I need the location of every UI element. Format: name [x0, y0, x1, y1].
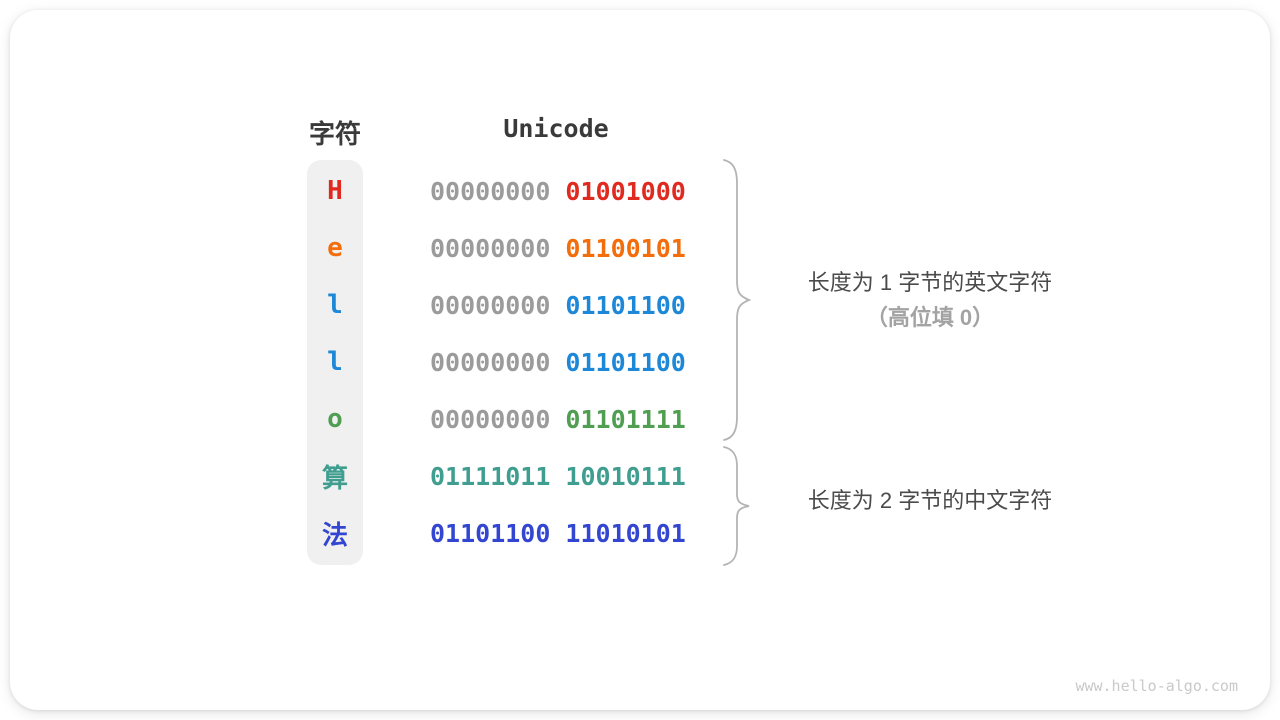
byte-high: 00000000	[430, 176, 551, 206]
byte-low: 01101100	[565, 347, 686, 377]
one-byte-annotation: 长度为 1 字节的英文字符 （高位填 0）	[765, 268, 1095, 333]
one-byte-group-brace-icon	[723, 159, 752, 441]
binary-cell: 00000000 01101100	[430, 291, 686, 320]
table-row: H 00000000 01001000	[307, 163, 686, 219]
byte-low: 10010111	[565, 461, 686, 491]
char-column-header: 字符	[308, 119, 361, 149]
byte-high: 01101100	[430, 518, 551, 548]
table-row: 算 01111011 10010111	[307, 448, 686, 504]
byte-low: 01101100	[565, 290, 686, 320]
binary-cell: 01101100 11010101	[430, 519, 686, 548]
byte-high: 00000000	[430, 233, 551, 263]
char-cell: l	[327, 347, 343, 377]
watermark: www.hello-algo.com	[1075, 677, 1238, 695]
table-row: o 00000000 01101111	[307, 391, 686, 447]
char-cell: 法	[321, 520, 348, 551]
binary-cell: 00000000 01001000	[430, 177, 686, 206]
unicode-column-header: Unicode	[503, 114, 609, 143]
binary-cell: 00000000 01100101	[430, 234, 686, 263]
table-row: l 00000000 01101100	[307, 277, 686, 333]
byte-high: 01111011	[430, 461, 551, 491]
two-byte-annotation: 长度为 2 字节的中文字符	[765, 486, 1095, 516]
two-byte-annotation-line1: 长度为 2 字节的中文字符	[807, 488, 1053, 513]
byte-low: 01100101	[565, 233, 686, 263]
byte-high: 00000000	[430, 404, 551, 434]
diagram-card	[10, 10, 1270, 710]
one-byte-annotation-line1: 长度为 1 字节的英文字符	[807, 270, 1053, 295]
table-row: 法 01101100 11010101	[307, 505, 686, 561]
binary-cell: 01111011 10010111	[430, 462, 686, 491]
char-column-pill	[307, 160, 363, 565]
one-byte-annotation-line2: （高位填 0）	[865, 305, 995, 330]
char-cell: H	[327, 176, 343, 206]
table-row: e 00000000 01100101	[307, 220, 686, 276]
byte-low: 11010101	[565, 518, 686, 548]
table-row: l 00000000 01101100	[307, 334, 686, 390]
binary-cell: 00000000 01101100	[430, 348, 686, 377]
byte-high: 00000000	[430, 290, 551, 320]
char-cell: o	[327, 404, 343, 434]
byte-low: 01101111	[565, 404, 686, 434]
two-byte-group-brace-icon	[723, 446, 750, 566]
char-cell: l	[327, 290, 343, 320]
char-cell: 算	[321, 463, 348, 494]
byte-high: 00000000	[430, 347, 551, 377]
binary-cell: 00000000 01101111	[430, 405, 686, 434]
char-cell: e	[327, 233, 343, 263]
byte-low: 01001000	[565, 176, 686, 206]
